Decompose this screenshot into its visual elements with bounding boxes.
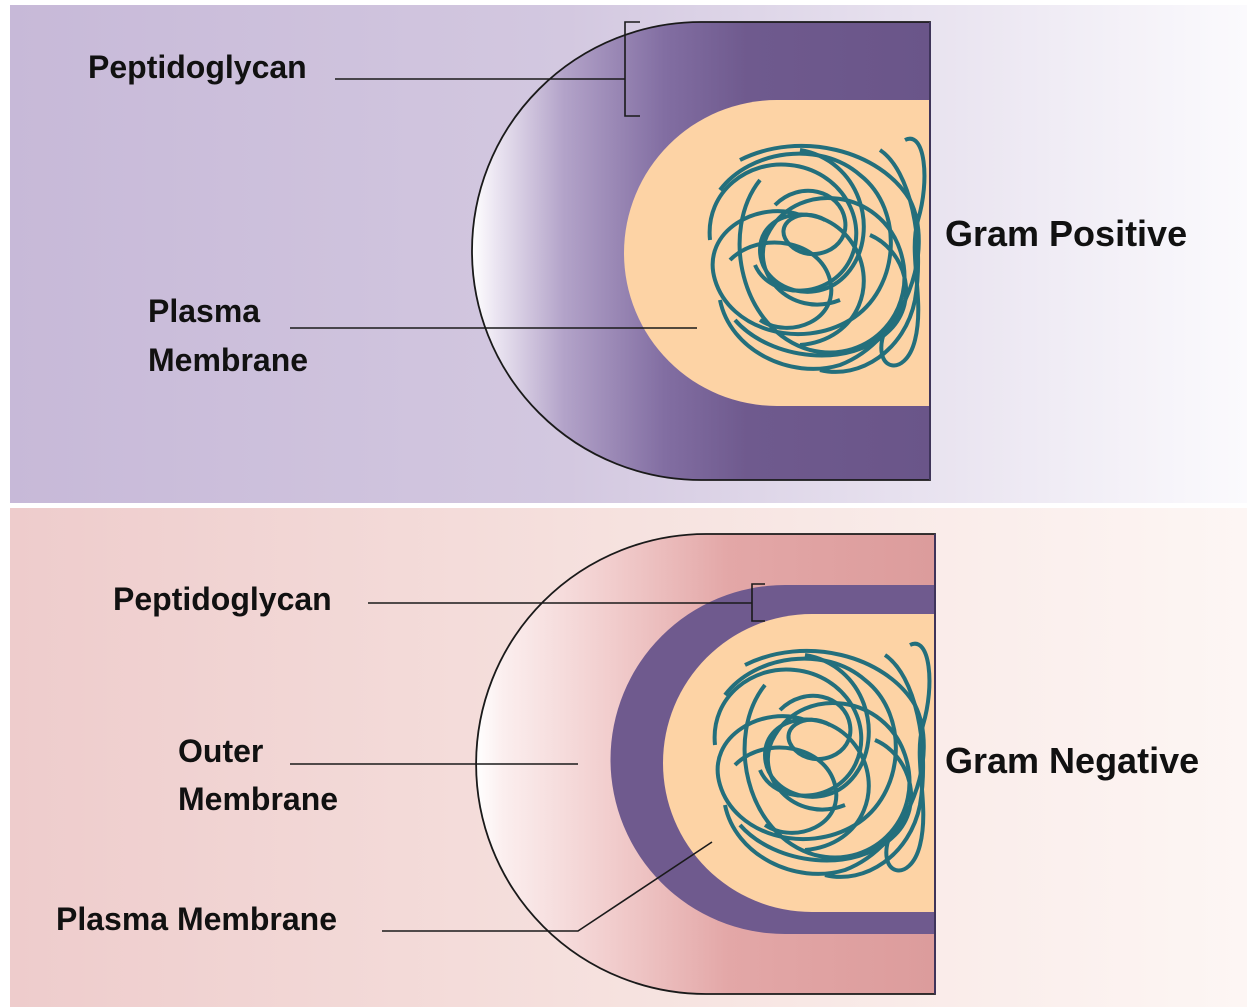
gram-negative-outer-membrane-label-line2: Membrane	[178, 781, 338, 817]
gram-positive-plasma-membrane-label-line2: Membrane	[148, 342, 308, 378]
gram-positive-peptidoglycan-label: Peptidoglycan	[88, 49, 307, 85]
gram-negative-outer-membrane-label-line1: Outer	[178, 733, 263, 769]
gram-positive-plasma-membrane-label-line1: Plasma	[148, 293, 260, 329]
gram-negative-plasma-membrane-label: Plasma Membrane	[56, 901, 337, 937]
gram-positive-title: Gram Positive	[945, 213, 1187, 254]
gram-positive-right-edge	[929, 22, 931, 480]
gram-negative-title: Gram Negative	[945, 740, 1199, 781]
gram-negative-panel: Peptidoglycan Outer Membrane Plasma Memb…	[10, 508, 1247, 1007]
gram-negative-right-edge	[934, 534, 936, 994]
gram-negative-peptidoglycan-label: Peptidoglycan	[113, 581, 332, 617]
gram-positive-panel: Peptidoglycan Plasma Membrane Gram Posit…	[10, 5, 1247, 503]
